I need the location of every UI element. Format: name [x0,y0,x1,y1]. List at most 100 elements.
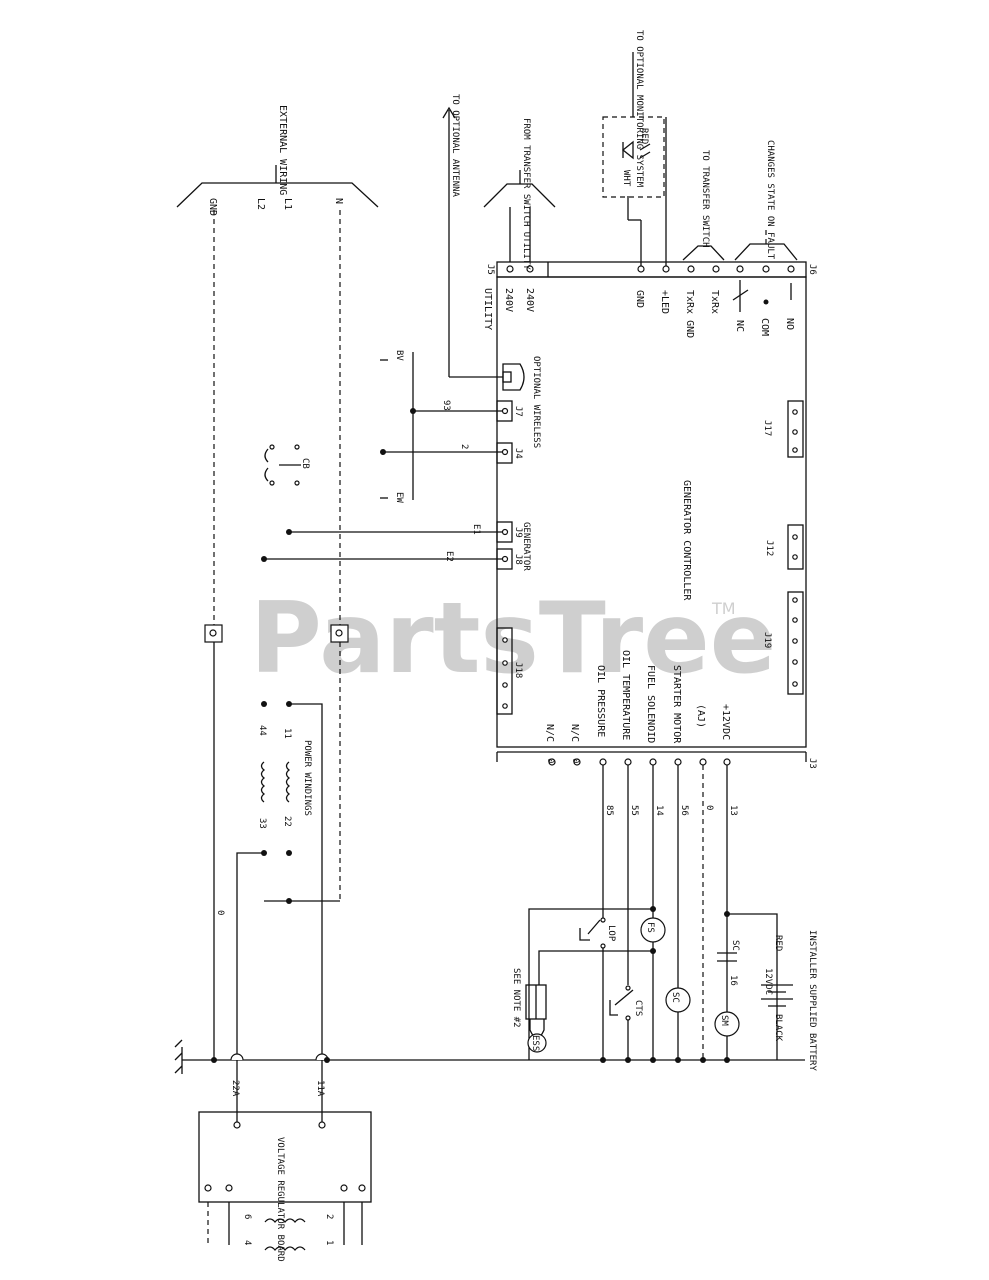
sc-coil-label: SC [670,992,680,1003]
wire-13-label: 13 [728,805,738,816]
lop-terminal [600,917,606,923]
cb-contact [294,480,300,486]
cts-terminal [625,1015,631,1021]
battery: INSTALLER SUPPLIED BATTERY RED 12VDC BLA… [761,930,817,1071]
junction-2 [380,449,386,455]
reg-pin-6-label: 6 [242,1214,252,1219]
fs-label: FS [645,922,655,933]
lop-symbol [579,928,590,941]
j6-pin-6 [762,265,770,273]
wire-14-label: 14 [654,805,664,816]
j19-pin [792,597,798,603]
watermark-brand: PartsTree [250,582,776,696]
wire-44-label: 44 [257,725,267,736]
j5-pin-1 [506,265,514,273]
j5-pin-2 [526,265,534,273]
wire-33-label: 33 [257,818,267,829]
wire-0-label: 0 [215,910,225,915]
circuit-breaker: CB [264,444,310,486]
ew-label: EW [394,492,404,503]
j7-pin [501,407,509,415]
j5-section-label: UTILITY [482,288,493,330]
ground-hatch [174,1065,183,1074]
generator-controller: GENERATOR CONTROLLER J3 J5 J6 UTILITY 24… [482,261,817,769]
cb-contact [269,444,275,450]
j9-label: J9 [513,527,523,538]
winding-coil-2 [260,761,266,803]
ess-label: ESS [530,1035,540,1051]
j18-pin [502,660,508,666]
j6-pin-7 [787,265,795,273]
wire-22a-label: 22A [230,1080,240,1097]
j6-pin-1 [637,265,645,273]
vreg-pin-11a [318,1121,326,1129]
battery-red-label: RED [773,935,783,951]
fault-bracket [734,243,798,261]
transfer-bracket [682,245,725,261]
to-transfer-label: TO TRANSFER SWITCH [700,150,710,248]
j3-pin [723,758,731,766]
antenna-arrow [442,106,456,119]
wire-16-label: 16 [728,975,738,986]
j4-label: J4 [513,448,523,459]
battery-black-label: BLACK [773,1014,783,1042]
j19-label: J19 [762,632,772,648]
j6-ref: J6 [807,264,817,275]
j5-ref: J5 [485,264,495,275]
terminal-l2-label: L2 [255,198,266,210]
external-wiring-bracket [176,182,379,208]
external-wiring: EXTERNAL WIRING GND L2 L1 N [176,105,379,216]
led-diode-symbol [621,140,634,160]
j18-connector [496,627,513,715]
cts-label: CTS [633,1000,643,1016]
starter-motor [714,1011,740,1037]
cts-contact [614,989,634,1006]
j17-label: J17 [762,420,772,436]
winding-dot-44 [261,701,267,707]
j5-j6-header [496,261,807,278]
j17-pin [792,409,798,415]
j18-pin [502,637,508,643]
j3-pin-label-nc-2: N/C [544,724,555,742]
reg-pin-1-label: 1 [324,1240,334,1245]
j3-pin [573,758,581,766]
terminal-l1-label: L1 [282,198,293,210]
j3-wiring: 0 0 13 SC 16 SM INSTALLER SUPPLIED BATTE… [511,758,817,1071]
j5-pin-label-2: 240V [524,288,535,312]
j3-pin [548,758,556,766]
ground-hatch [174,1052,183,1061]
changes-state-on-fault: CHANGES STATE ON FAULT [734,140,798,261]
j19-pin [792,659,798,665]
j4-pin [501,448,509,456]
j3-pin-label-12vdc: +12VDC [720,704,731,740]
to-transfer-switch: TO TRANSFER SWITCH [682,150,725,261]
ess-coil [527,1033,547,1053]
j5-pin-label-1: 240V [503,288,514,312]
wire-56-label: 56 [679,805,689,816]
j3-pin [649,758,657,766]
vreg-box [198,1111,372,1203]
neutral-junction [286,898,292,904]
controller-title: GENERATOR CONTROLLER [681,480,692,601]
bv-label: BV [394,350,404,361]
j7-label: J7 [513,406,523,417]
gnd-terminal-screw [209,629,217,637]
j18-pin [502,703,508,709]
junction-93 [410,408,416,414]
wire-11a-label: 11A [315,1080,325,1097]
antenna: TO OPTIONAL ANTENNA [442,94,525,391]
to-antenna-label: TO OPTIONAL ANTENNA [450,94,460,198]
cb-arc-2 [264,467,269,482]
sc-contact-label: SC [730,940,740,951]
neutral-terminal-screw [335,629,343,637]
led-wht-label: WHT [621,170,631,187]
led-ray-1 [639,143,651,151]
cts-symbol [609,1000,618,1016]
j6-pin-label-gnd: GND [634,290,645,308]
j3-pin-label-nc-1: N/C [569,724,580,742]
j3-pin [674,758,682,766]
j3-pin-label-aj: (AJ) [695,704,706,728]
bus-dot-gnd [211,1057,217,1063]
j17-connector [787,400,804,458]
